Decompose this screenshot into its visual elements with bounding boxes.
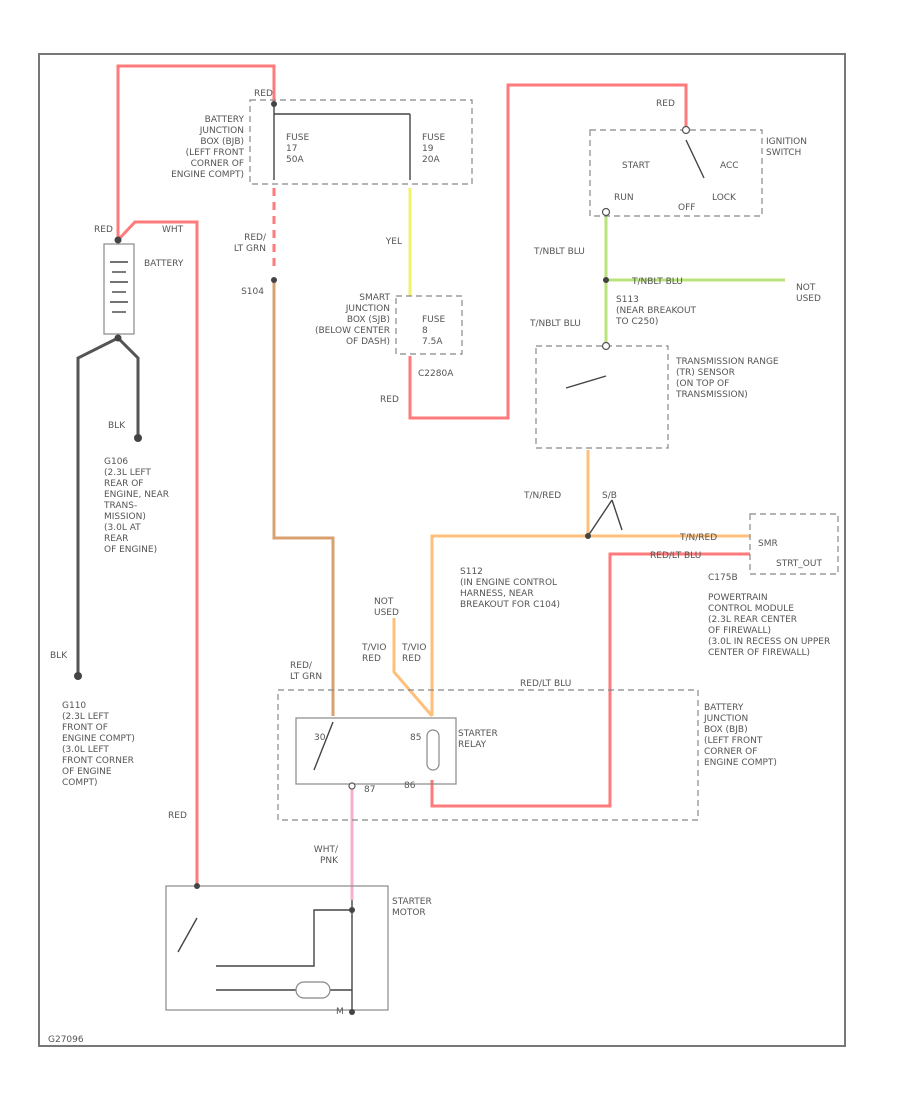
node-s112 — [585, 533, 591, 539]
tr-sensor-box — [535, 345, 669, 449]
label-pin-m: M — [336, 1007, 344, 1017]
label-tnblt-blu-2: T/NBLT BLU — [631, 277, 683, 287]
node-starter-s — [349, 907, 355, 913]
label-pin85: 85 — [410, 733, 421, 743]
label-red-ign: RED — [656, 99, 675, 109]
starter-motor-winding — [295, 981, 331, 999]
label-battery: BATTERY — [144, 259, 184, 269]
node-starter-b — [194, 883, 200, 889]
node-g106 — [134, 434, 142, 442]
diagram-frame — [38, 53, 846, 1047]
label-off: OFF — [678, 203, 695, 213]
node-s113 — [603, 277, 609, 283]
label-c175b: C175B — [708, 573, 738, 583]
label-pcm-pin: SMR — [758, 539, 778, 549]
wire-org-s112-to-relay — [430, 534, 588, 716]
sjb-box — [395, 295, 463, 355]
wire-blk-to-g110 — [76, 336, 119, 676]
label-red-ltgrn-relay: RED/LT GRN — [290, 661, 322, 682]
bjb-relay-box — [277, 689, 699, 821]
node-ign-in — [681, 125, 691, 135]
label-run: RUN — [614, 193, 634, 203]
wire-brn-s104-to-relay — [272, 280, 335, 716]
label-yel: YEL — [385, 237, 402, 247]
label-battery-wht: WHT — [162, 225, 184, 235]
label-pin87: 87 — [364, 785, 375, 795]
label-c2280a: C2280A — [418, 369, 454, 379]
node-starter-m — [349, 1009, 355, 1015]
wire-org-not-used-to-relay — [392, 618, 434, 717]
label-rednlt-blu-pcm: RED/LT BLU — [650, 551, 701, 561]
label-battery-red: RED — [94, 225, 113, 235]
bjb-top-box — [249, 99, 473, 185]
label-wht-pnk: WHT/PNK — [314, 845, 339, 866]
label-blk-upper: BLK — [108, 421, 126, 431]
node-ign-out — [601, 207, 611, 217]
label-red-motor: RED — [168, 811, 187, 821]
label-acc: ACC — [720, 161, 739, 171]
label-tn-red: T/N/RED — [523, 491, 561, 501]
starter-internal-wiring — [216, 900, 353, 1012]
node-g110 — [74, 672, 82, 680]
label-battery-top-red: RED — [254, 89, 273, 99]
node-relay-87 — [348, 782, 356, 790]
relay-switch-arm — [313, 721, 334, 771]
tr-sensor-arm — [565, 375, 607, 389]
battery-symbol — [103, 243, 135, 335]
label-s-box: S/B — [602, 491, 617, 501]
wire-blk-to-g106 — [116, 336, 140, 438]
label-start: START — [622, 161, 650, 171]
ignition-switch-arm — [685, 139, 705, 179]
label-pin30: 30 — [314, 733, 326, 743]
label-tnred-pcm: T/N/RED — [679, 533, 717, 543]
wire-red-battery-to-starter — [116, 220, 199, 886]
label-s104: S104 — [241, 287, 264, 297]
wire-red-sjb-to-ignition — [408, 83, 688, 420]
label-tnblt-blu-3: T/NBLT BLU — [529, 319, 581, 329]
ignition-switch-box — [589, 129, 763, 217]
label-lock: LOCK — [712, 193, 737, 203]
wire-red-battery-to-bjb — [116, 64, 276, 240]
label-blk-lower: BLK — [50, 651, 68, 661]
starter-motor-box — [165, 885, 389, 1011]
pcm-box — [749, 513, 839, 575]
label-code: G27096 — [48, 1035, 84, 1045]
label-red-ltblu: RED/LT BLU — [520, 679, 571, 689]
node-battery-pos — [114, 236, 122, 244]
starter-solenoid-switch — [177, 917, 198, 953]
label-pin86: 86 — [404, 781, 416, 791]
label-red-ltgrn-top: RED/LT GRN — [234, 233, 267, 254]
starter-relay-box — [295, 717, 457, 785]
node-s104 — [271, 277, 277, 283]
node-trs-in — [601, 341, 611, 351]
node-battery-neg — [114, 334, 122, 342]
node-bjb-in — [271, 101, 277, 107]
label-tnblt-blu-1: T/NBLT BLU — [533, 247, 585, 257]
label-red-left-of-sjb: RED — [380, 395, 399, 405]
label-pcm-sig: STRT_OUT — [776, 559, 822, 569]
wire-sb-branch — [587, 499, 623, 537]
relay-coil — [426, 729, 440, 771]
wire-red-ltblu-relay-to-pcm — [430, 552, 750, 808]
